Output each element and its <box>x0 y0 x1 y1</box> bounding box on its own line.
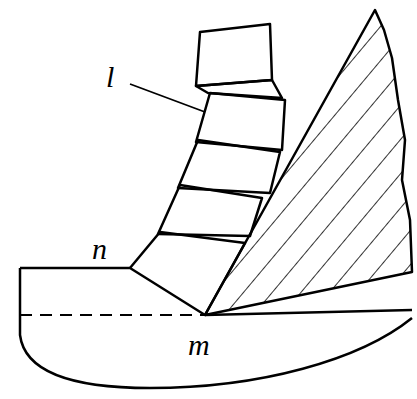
deck-line <box>205 310 412 315</box>
block <box>196 24 272 86</box>
block <box>196 80 282 98</box>
block <box>196 93 285 150</box>
waterline <box>20 314 205 316</box>
point-label: m <box>188 330 210 360</box>
part-label: l <box>106 62 114 92</box>
hatched-section <box>205 10 412 315</box>
block <box>130 232 245 315</box>
hull <box>20 268 412 388</box>
leader-line <box>130 84 205 112</box>
point-label: n <box>92 234 107 264</box>
